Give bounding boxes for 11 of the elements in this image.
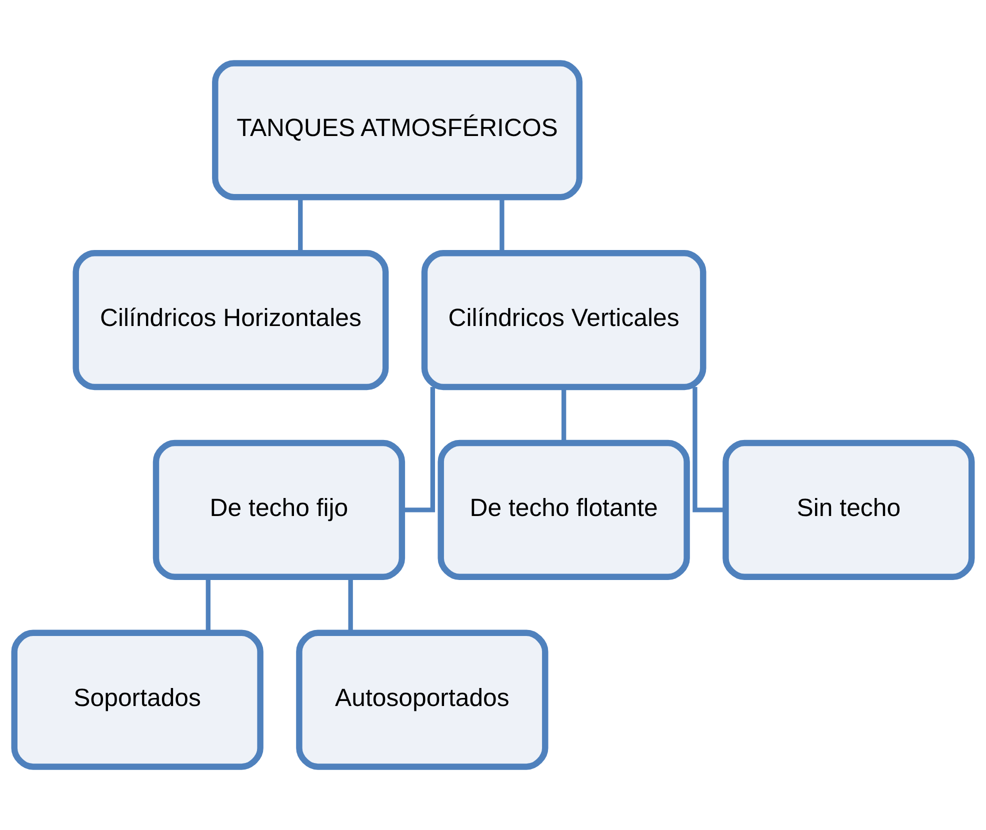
node-box: TANQUES ATMOSFÉRICOS [212, 60, 582, 200]
connector [692, 387, 726, 512]
node-box: Sin techo [722, 440, 975, 580]
node-box: Autosoportados [296, 630, 548, 770]
connector [402, 387, 436, 512]
node-box: Soportados [11, 630, 264, 770]
connector [561, 387, 566, 443]
node-box: De techo fijo [152, 440, 406, 580]
node-box: Cilíndricos Horizontales [72, 250, 389, 390]
node-box: Cilíndricos Verticales [421, 250, 706, 390]
node-box: De techo flotante [438, 440, 690, 580]
